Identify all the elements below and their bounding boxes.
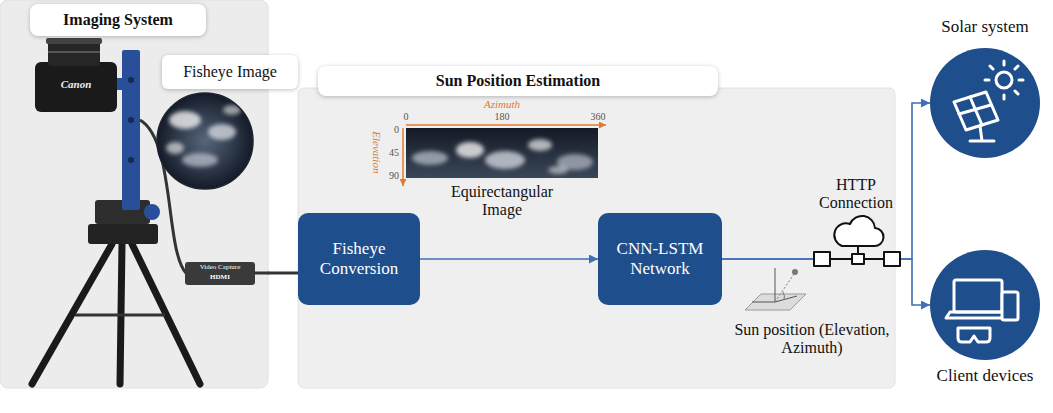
panel-heading: Imaging System bbox=[63, 11, 173, 29]
axis-tick: 360 bbox=[583, 111, 613, 123]
camera-tripod-part bbox=[88, 224, 158, 244]
camera-tripod bbox=[32, 38, 200, 384]
flow-arrow bbox=[420, 258, 598, 260]
circle-shape bbox=[930, 250, 1040, 360]
sun-position-sketch-part bbox=[775, 274, 794, 302]
heading-box: Sun Position Estimation bbox=[318, 66, 718, 96]
capture-dongle-part bbox=[255, 272, 269, 275]
equirectangular-image-part-part bbox=[485, 151, 525, 169]
fisheye-image-part bbox=[157, 93, 253, 189]
fisheye-image-part-part bbox=[169, 111, 201, 129]
fisheye-image-part bbox=[166, 105, 241, 167]
sun-position-sketch-part bbox=[792, 269, 798, 275]
process-box: CNN-LSTM Network bbox=[598, 213, 722, 305]
sun-position-sketch-part bbox=[752, 302, 775, 303]
equirectangular-image-part bbox=[406, 124, 606, 126]
axis-tick: 180 bbox=[487, 111, 517, 123]
equirectangular-image-part bbox=[406, 128, 598, 178]
image-label: Fisheye Image bbox=[183, 63, 277, 81]
axis-title: Azimuth bbox=[462, 98, 542, 111]
process-box: Fisheye Conversion bbox=[298, 213, 420, 305]
heading-box: Imaging System bbox=[30, 4, 206, 36]
output-description: Sun position (Elevation, Azimuth) bbox=[732, 321, 892, 358]
axis-title: Elevation bbox=[371, 122, 384, 182]
capture-dongle bbox=[185, 262, 269, 285]
axis-tick: 90 bbox=[379, 170, 399, 182]
output-circle: Solar system bbox=[930, 48, 1040, 158]
sun-position-sketch-part bbox=[783, 292, 784, 300]
camera-tripod-part bbox=[75, 314, 165, 317]
http-icon-part bbox=[814, 252, 830, 266]
flow-arrow bbox=[722, 103, 930, 259]
estimation-panel-ground bbox=[298, 88, 895, 388]
sun-position-sketch bbox=[745, 268, 806, 310]
axis-tick: 0 bbox=[393, 111, 419, 123]
http-icon-part bbox=[852, 254, 864, 264]
equirectangular-image bbox=[403, 125, 606, 186]
fisheye-image-part bbox=[157, 93, 253, 189]
fisheye-image-part-part bbox=[166, 142, 184, 154]
http-icon-part bbox=[884, 252, 900, 266]
camera-tripod-part bbox=[122, 50, 140, 210]
http-icon-part bbox=[830, 258, 852, 260]
process-label: CNN-LSTM Network bbox=[608, 239, 712, 280]
camera-tripod-part bbox=[128, 77, 134, 83]
camera-tripod-part bbox=[46, 38, 102, 44]
equirectangular-image-part-part bbox=[412, 151, 448, 165]
sun-position-sketch-part bbox=[775, 296, 797, 302]
axis-tick: 0 bbox=[379, 124, 399, 136]
image-label-box: Fisheye Image bbox=[162, 55, 298, 89]
equirectangular-image-part bbox=[402, 128, 404, 186]
camera-tripod-part bbox=[128, 157, 134, 163]
http-icon-part bbox=[834, 216, 883, 246]
image-caption: Equirectangular Image bbox=[439, 183, 565, 220]
axis-tick: 45 bbox=[379, 147, 399, 159]
equirectangular-image-part-part bbox=[456, 142, 484, 158]
http-icon-part bbox=[864, 258, 884, 260]
connection-label: HTTP Connection bbox=[811, 176, 901, 213]
camera-tripod-part bbox=[48, 51, 100, 53]
circle-shape bbox=[930, 48, 1040, 158]
equirectangular-image-part-part bbox=[548, 166, 568, 174]
fisheye-image-part-part bbox=[182, 153, 218, 167]
device-text: Video Capture bbox=[186, 263, 254, 271]
camera-tripod-part bbox=[35, 62, 117, 112]
output-circle: Client devices bbox=[930, 250, 1040, 360]
equirectangular-image-part-part bbox=[528, 139, 552, 151]
http-icon-part bbox=[857, 246, 859, 254]
output-label: Client devices bbox=[937, 366, 1034, 386]
sun-position-sketch-part bbox=[775, 268, 776, 302]
camera-tripod-part bbox=[144, 204, 160, 220]
brand-mark: Canon bbox=[46, 78, 106, 91]
capture-dongle-part bbox=[185, 262, 255, 285]
fisheye-image bbox=[157, 93, 253, 189]
output-label: Solar system bbox=[941, 17, 1028, 37]
panel-heading: Sun Position Estimation bbox=[436, 72, 600, 90]
fisheye-image-part-part bbox=[208, 124, 236, 140]
equirectangular-image-part bbox=[412, 139, 593, 174]
device-text: HDMI bbox=[186, 273, 254, 281]
process-label: Fisheye Conversion bbox=[308, 239, 410, 280]
http-icon bbox=[814, 216, 900, 266]
camera-tripod-part bbox=[128, 117, 134, 123]
video-cable bbox=[268, 272, 298, 275]
